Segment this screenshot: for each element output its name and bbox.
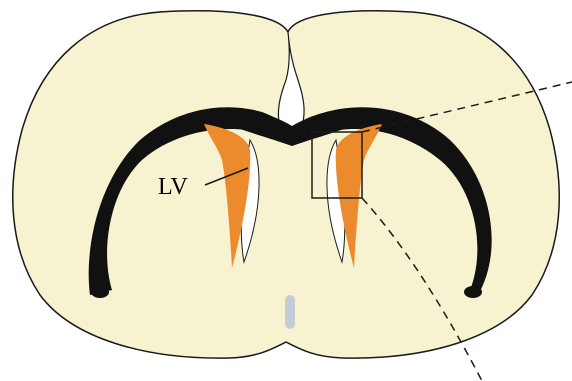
third-ventricle: [285, 295, 295, 329]
callosum-right-tip: [464, 286, 482, 298]
callosum-left-tip: [91, 286, 109, 298]
lv-label: LV: [158, 174, 188, 200]
